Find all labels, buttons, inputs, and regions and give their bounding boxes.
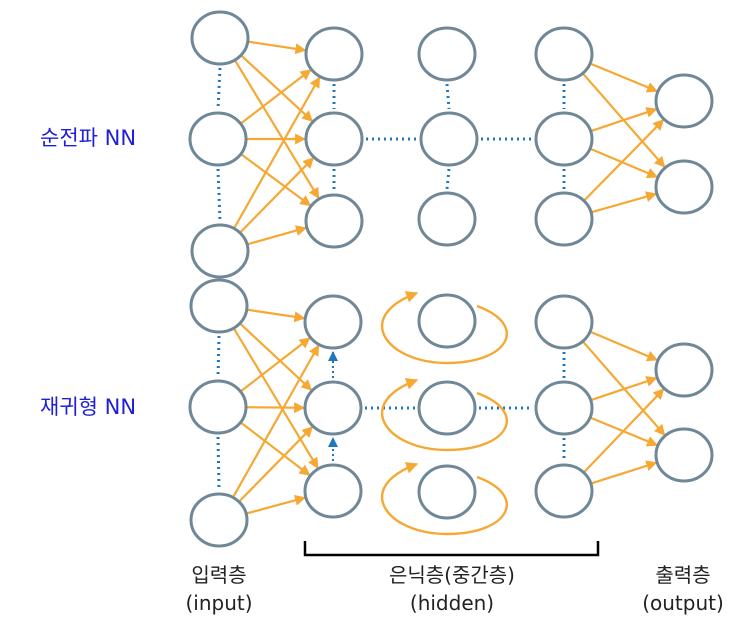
feedforward-nn-label: 순전파 NN	[40, 126, 136, 150]
ff-input-dotted-link	[216, 67, 222, 110]
ff-hidden2-neuron-2	[419, 111, 479, 167]
rnn-hidden-to-output-connection	[590, 460, 658, 485]
recurrent-loops	[381, 291, 508, 536]
ff-hidden1-neuron-3	[304, 193, 364, 249]
rnn-input-to-hidden-connection	[239, 337, 311, 393]
input-layer-label-en: (input)	[185, 591, 252, 615]
ff-input-to-hidden-connection	[247, 40, 307, 55]
rnn-input-neuron-1	[189, 278, 249, 334]
ff-input-neuron-3	[190, 223, 250, 279]
rnn-input-to-hidden-connection	[232, 327, 319, 469]
rnn-hidden2-neuron-1	[417, 293, 477, 349]
rnn-output-neuron-2	[654, 427, 714, 483]
hidden-layer-label-en: (hidden)	[410, 591, 494, 615]
dotted-links	[216, 67, 566, 491]
ff-hidden2-neuron-3	[417, 191, 477, 247]
ff-input-neuron-2	[188, 111, 248, 167]
rnn-hidden1-neuron-2	[303, 380, 363, 436]
rnn-input-to-hidden-connection	[246, 308, 306, 323]
ff-hidden-to-output-connection	[590, 107, 658, 133]
rnn-input-to-hidden-connection	[245, 402, 306, 414]
rnn-hidden1-neuron-1	[303, 294, 363, 350]
rnn-input-to-hidden-connection	[238, 426, 314, 503]
ff-input-to-hidden-connection	[239, 157, 315, 234]
ff-hidden1-neuron-2	[304, 111, 364, 167]
rnn-hidden2-self-loop-1	[381, 291, 508, 365]
rnn-hidden-to-output-connection	[582, 388, 665, 474]
rnn-hidden2-neuron-3	[417, 464, 477, 520]
rnn-input-dotted-link	[216, 335, 221, 378]
ff-input-to-hidden-connection	[239, 69, 312, 125]
ff-output-neuron-2	[654, 159, 714, 215]
connections	[232, 40, 666, 515]
ff-input-dotted-link	[216, 168, 222, 222]
ff-hidden-to-output-connection	[583, 119, 665, 202]
rnn-hidden2-neuron-2	[417, 380, 477, 436]
ff-hidden2-dotted-link	[445, 168, 451, 190]
ff-input-to-hidden-connection	[246, 225, 308, 246]
recurrent-nn-label: 재귀형 NN	[40, 395, 136, 419]
output-layer-label: 출력층	[655, 563, 710, 587]
ff-hidden-to-output-connection	[589, 62, 659, 93]
rnn-hidden3-neuron-2	[534, 380, 594, 436]
rnn-hidden3-neuron-1	[534, 294, 594, 350]
ff-hidden3-neuron-2	[534, 111, 594, 167]
ff-hidden-to-output-connection	[589, 147, 659, 179]
rnn-input-neuron-2	[188, 379, 248, 435]
ff-hidden3-neuron-3	[534, 191, 594, 247]
ff-input-to-hidden-connection	[233, 76, 321, 230]
rnn-hidden2-self-loop-2	[381, 378, 508, 452]
rnn-input-to-hidden-connection	[232, 344, 320, 499]
hidden-layer-label: 은닉층(중간층)	[389, 563, 515, 587]
ff-input-to-hidden-connection	[233, 59, 320, 200]
rnn-input-to-hidden-connection	[245, 494, 306, 515]
rnn-hidden3-neuron-3	[534, 463, 594, 519]
ff-hidden2-dotted-link	[445, 83, 451, 110]
ff-hidden1-neuron-1	[304, 26, 364, 82]
ff-hidden3-neuron-1	[534, 26, 594, 82]
output-layer-label-en: (output)	[642, 591, 724, 615]
ff-hidden-to-output-connection	[590, 191, 658, 214]
rnn-hidden-to-output-connection	[590, 376, 658, 402]
input-layer-label: 입력층	[191, 563, 246, 587]
ff-hidden2-neuron-1	[417, 26, 477, 82]
rnn-hidden2-self-loop-3	[381, 462, 508, 536]
rnn-input-dotted-link	[216, 436, 221, 491]
neurons	[188, 10, 714, 548]
ff-output-neuron-1	[654, 73, 714, 129]
ff-input-neuron-1	[190, 10, 250, 66]
ff-input-to-hidden-connection	[240, 153, 312, 207]
hidden-layer-bracket	[303, 541, 600, 557]
rnn-input-neuron-3	[189, 492, 249, 548]
rnn-hidden-to-output-connection	[589, 330, 659, 362]
rnn-input-to-hidden-connection	[239, 421, 311, 476]
rnn-hidden1-neuron-3	[303, 463, 363, 519]
rnn-output-neuron-1	[654, 342, 714, 398]
